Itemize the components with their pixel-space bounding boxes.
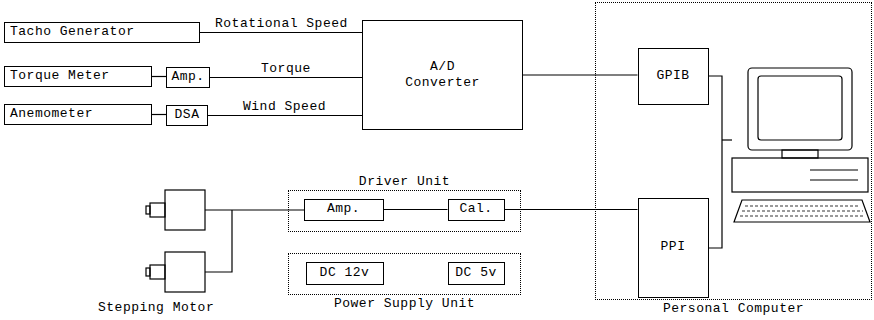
driver-region: Driver UnitAmp.Cal.: [288, 190, 521, 232]
box-label: Anemometer: [10, 106, 93, 122]
keyboard-keys: [742, 211, 863, 212]
signal-line: [210, 77, 362, 78]
monitor-screen: [758, 76, 842, 140]
box-label: DC 12v: [320, 265, 370, 281]
amplifier-box: Amp.: [304, 199, 384, 221]
computer-region: Personal ComputerGPIBPPI: [595, 2, 872, 300]
keyboard-keys: [745, 206, 860, 207]
signal-label: Wind Speed: [240, 99, 329, 114]
disk-slot: [810, 169, 858, 170]
converter-box: A/D Converter: [362, 20, 523, 130]
motor-wire: [205, 209, 304, 210]
motor-body: [165, 252, 205, 292]
device-box: Tacho Generator: [4, 22, 200, 43]
amplifier-box: Amp.: [166, 67, 210, 88]
power-box: DC 5v: [448, 262, 505, 285]
signal-line: [152, 114, 166, 115]
bus-wire: [722, 139, 732, 140]
motor-shaft: [150, 203, 165, 217]
motor-shaft: [150, 265, 165, 279]
disk-slot: [810, 179, 858, 180]
box-label: Cal.: [459, 201, 492, 217]
signal-label: Rotational Speed: [212, 16, 351, 31]
signal-line: [152, 76, 166, 77]
calculator-box: Cal.: [448, 199, 505, 221]
device-box: Anemometer: [4, 104, 152, 125]
box-label: GPIB: [656, 68, 689, 84]
signal-line: [384, 209, 448, 210]
box-label: Torque Meter: [10, 68, 110, 84]
signal-line: [200, 32, 362, 33]
interface-box: PPI: [638, 198, 709, 298]
box-label: Amp.: [171, 69, 204, 85]
monitor-stand: [782, 150, 818, 158]
region-title: Power Supply Unit: [289, 296, 520, 312]
signal-line: [505, 209, 638, 210]
keyboard-keys: [740, 216, 865, 217]
bus-wire: [709, 76, 722, 248]
region-title: Personal Computer: [596, 301, 871, 317]
box-label: DSA: [175, 107, 200, 123]
box-label: DC 5v: [455, 265, 497, 281]
region-title: Driver Unit: [289, 174, 520, 190]
interface-box: GPIB: [638, 48, 709, 105]
motor-shaft-tip: [146, 206, 150, 214]
box-label: A/D Converter: [404, 59, 482, 92]
box-label: Tacho Generator: [10, 24, 135, 40]
motor-shaft-tip: [146, 268, 150, 276]
motor-body: [165, 190, 205, 230]
signal-line: [523, 74, 638, 75]
keyboard: [734, 200, 870, 222]
motor-wire: [205, 210, 232, 272]
box-label: PPI: [661, 239, 686, 255]
box-label: Amp.: [327, 201, 360, 217]
power-box: DC 12v: [306, 262, 384, 285]
analyzer-box: DSA: [166, 105, 208, 126]
signal-label: Torque: [258, 61, 314, 76]
system-unit: [732, 158, 868, 192]
device-box: Torque Meter: [4, 66, 152, 87]
part-label: Stepping Motor: [98, 300, 214, 315]
signal-line: [208, 115, 362, 116]
monitor: [748, 68, 852, 150]
power-region: Power Supply UnitDC 12vDC 5v: [288, 253, 521, 295]
